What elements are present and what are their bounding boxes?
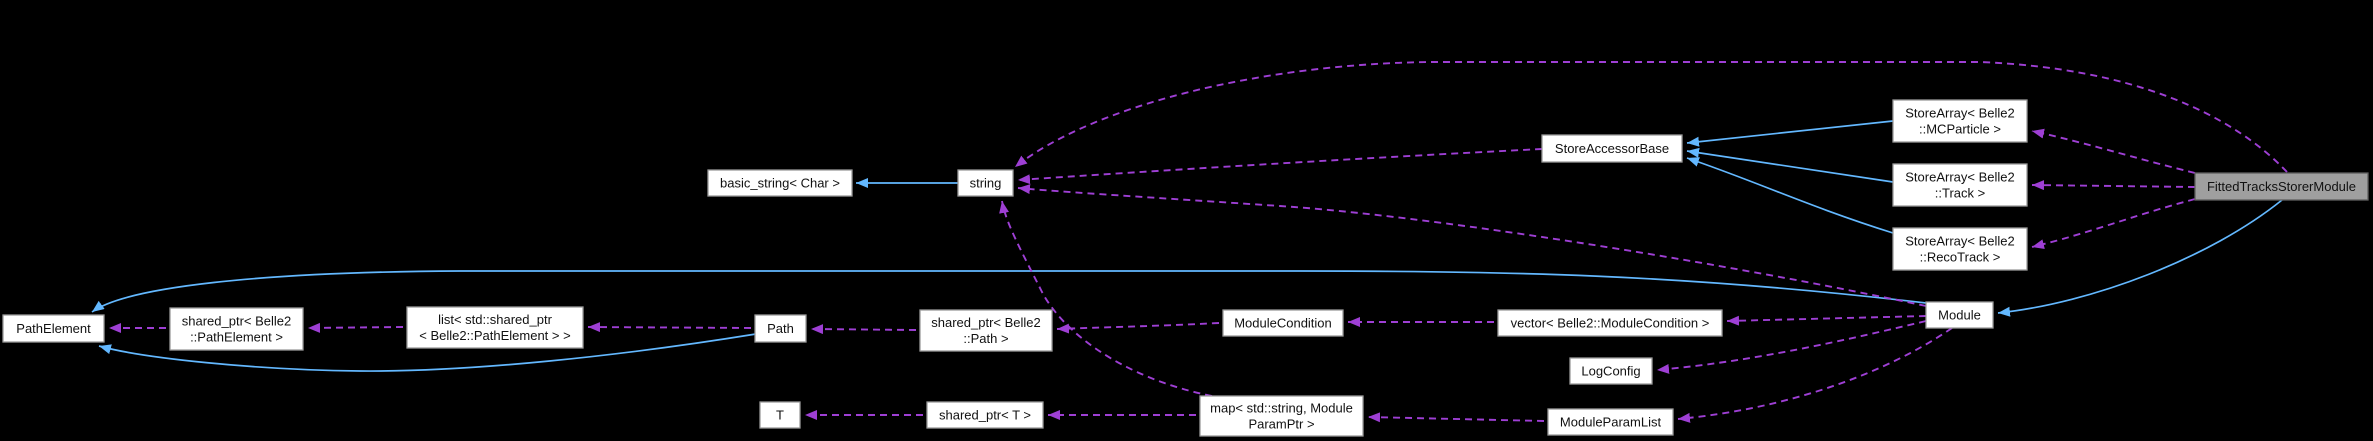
nodes-layer: PathElement shared_ptr< Belle2::PathEleme… bbox=[2, 99, 2369, 437]
edge-fitted-tracks-storer-module-to-store-array-mcparticle bbox=[2031, 128, 2196, 174]
edge-module-to-string bbox=[1017, 184, 1927, 307]
class-node-label: LogConfig bbox=[1581, 364, 1640, 379]
edge-fitted-tracks-storer-module-to-string bbox=[1014, 61, 2288, 173]
class-node-shared-ptr-t[interactable]: shared_ptr< T > bbox=[926, 401, 1044, 429]
edge-module-to-vector-module-condition bbox=[1726, 315, 1927, 326]
class-node-vector-module-condition[interactable]: vector< Belle2::ModuleCondition > bbox=[1497, 309, 1723, 337]
edge-module-to-module-param-list bbox=[1677, 327, 1953, 423]
class-node-store-array-recotrack[interactable]: StoreArray< Belle2::RecoTrack > bbox=[1892, 227, 2028, 271]
class-node-path-element[interactable]: PathElement bbox=[2, 314, 105, 343]
edge-fitted-tracks-storer-module-to-module bbox=[1997, 199, 2283, 317]
edge-fitted-tracks-storer-module-to-store-array-recotrack bbox=[2031, 198, 2196, 250]
edge-module-to-path-element bbox=[91, 270, 1927, 313]
edge-module-to-log-config bbox=[1656, 320, 1927, 374]
class-node-basic-string-char[interactable]: basic_string< Char > bbox=[707, 169, 853, 197]
class-node-label: Module bbox=[1938, 308, 1981, 323]
class-node-shared-ptr-path[interactable]: shared_ptr< Belle2::Path > bbox=[919, 309, 1053, 352]
edge-store-array-mcparticle-to-store-accessor-base bbox=[1686, 120, 1894, 147]
class-node-label: string bbox=[970, 176, 1002, 191]
class-node-label: PathElement bbox=[16, 321, 91, 336]
class-node-module-condition[interactable]: ModuleCondition bbox=[1222, 309, 1344, 337]
edge-module-param-list-to-map-module-param-ptr bbox=[1367, 412, 1545, 423]
class-node-path[interactable]: Path bbox=[754, 314, 807, 343]
class-node-module-param-list[interactable]: ModuleParamList bbox=[1547, 408, 1674, 436]
class-node-shared-ptr-path-element[interactable]: shared_ptr< Belle2::PathElement > bbox=[169, 307, 304, 351]
class-node-t[interactable]: T bbox=[759, 401, 801, 429]
class-node-label: basic_string< Char > bbox=[720, 176, 840, 191]
class-node-label: StoreArray< Belle2::MCParticle > bbox=[1905, 106, 2014, 137]
class-node-label: StoreArray< Belle2::RecoTrack > bbox=[1905, 234, 2014, 265]
class-node-fitted-tracks-storer-module: FittedTracksStorerModule bbox=[2194, 172, 2369, 201]
edge-list-shared-ptr-to-shared-ptr-path-element bbox=[307, 322, 404, 333]
class-node-module[interactable]: Module bbox=[1925, 301, 1994, 329]
class-node-label: Path bbox=[767, 321, 794, 336]
class-node-list-shared-ptr[interactable]: list< std::shared_ptr< Belle2::PathEleme… bbox=[406, 306, 584, 349]
class-node-label: shared_ptr< Belle2::Path > bbox=[931, 315, 1041, 346]
class-node-store-array-track[interactable]: StoreArray< Belle2::Track > bbox=[1892, 163, 2028, 207]
class-node-label: shared_ptr< Belle2::PathElement > bbox=[182, 314, 292, 345]
edge-map-module-param-ptr-to-string bbox=[999, 200, 1213, 397]
class-node-label: StoreArray< Belle2::Track > bbox=[1905, 170, 2014, 201]
class-node-store-accessor-base[interactable]: StoreAccessorBase bbox=[1541, 134, 1683, 163]
class-node-label: list< std::shared_ptr< Belle2::PathEleme… bbox=[419, 312, 570, 343]
class-node-string[interactable]: string bbox=[957, 169, 1014, 197]
class-node-label: ModuleCondition bbox=[1234, 316, 1332, 331]
edges-layer bbox=[91, 61, 2288, 423]
edge-path-to-list-shared-ptr bbox=[587, 322, 752, 333]
class-node-label: ModuleParamList bbox=[1560, 415, 1662, 430]
class-node-label: shared_ptr< T > bbox=[939, 408, 1031, 423]
edge-store-array-recotrack-to-store-accessor-base bbox=[1686, 157, 1894, 234]
class-node-label: StoreAccessorBase bbox=[1555, 141, 1669, 156]
class-node-label: T bbox=[776, 408, 784, 423]
edge-shared-ptr-path-to-path bbox=[810, 324, 917, 335]
edge-store-array-track-to-store-accessor-base bbox=[1686, 147, 1894, 183]
class-node-log-config[interactable]: LogConfig bbox=[1569, 357, 1653, 385]
class-node-label: FittedTracksStorerModule bbox=[2207, 179, 2356, 194]
edge-module-condition-to-shared-ptr-path bbox=[1056, 322, 1220, 334]
class-node-store-array-mcparticle[interactable]: StoreArray< Belle2::MCParticle > bbox=[1892, 99, 2028, 143]
edge-store-accessor-base-to-string bbox=[1017, 148, 1543, 185]
edge-path-to-path-element bbox=[98, 333, 757, 372]
edge-fitted-tracks-storer-module-to-store-array-track bbox=[2031, 180, 2196, 191]
class-node-label: vector< Belle2::ModuleCondition > bbox=[1511, 316, 1710, 331]
